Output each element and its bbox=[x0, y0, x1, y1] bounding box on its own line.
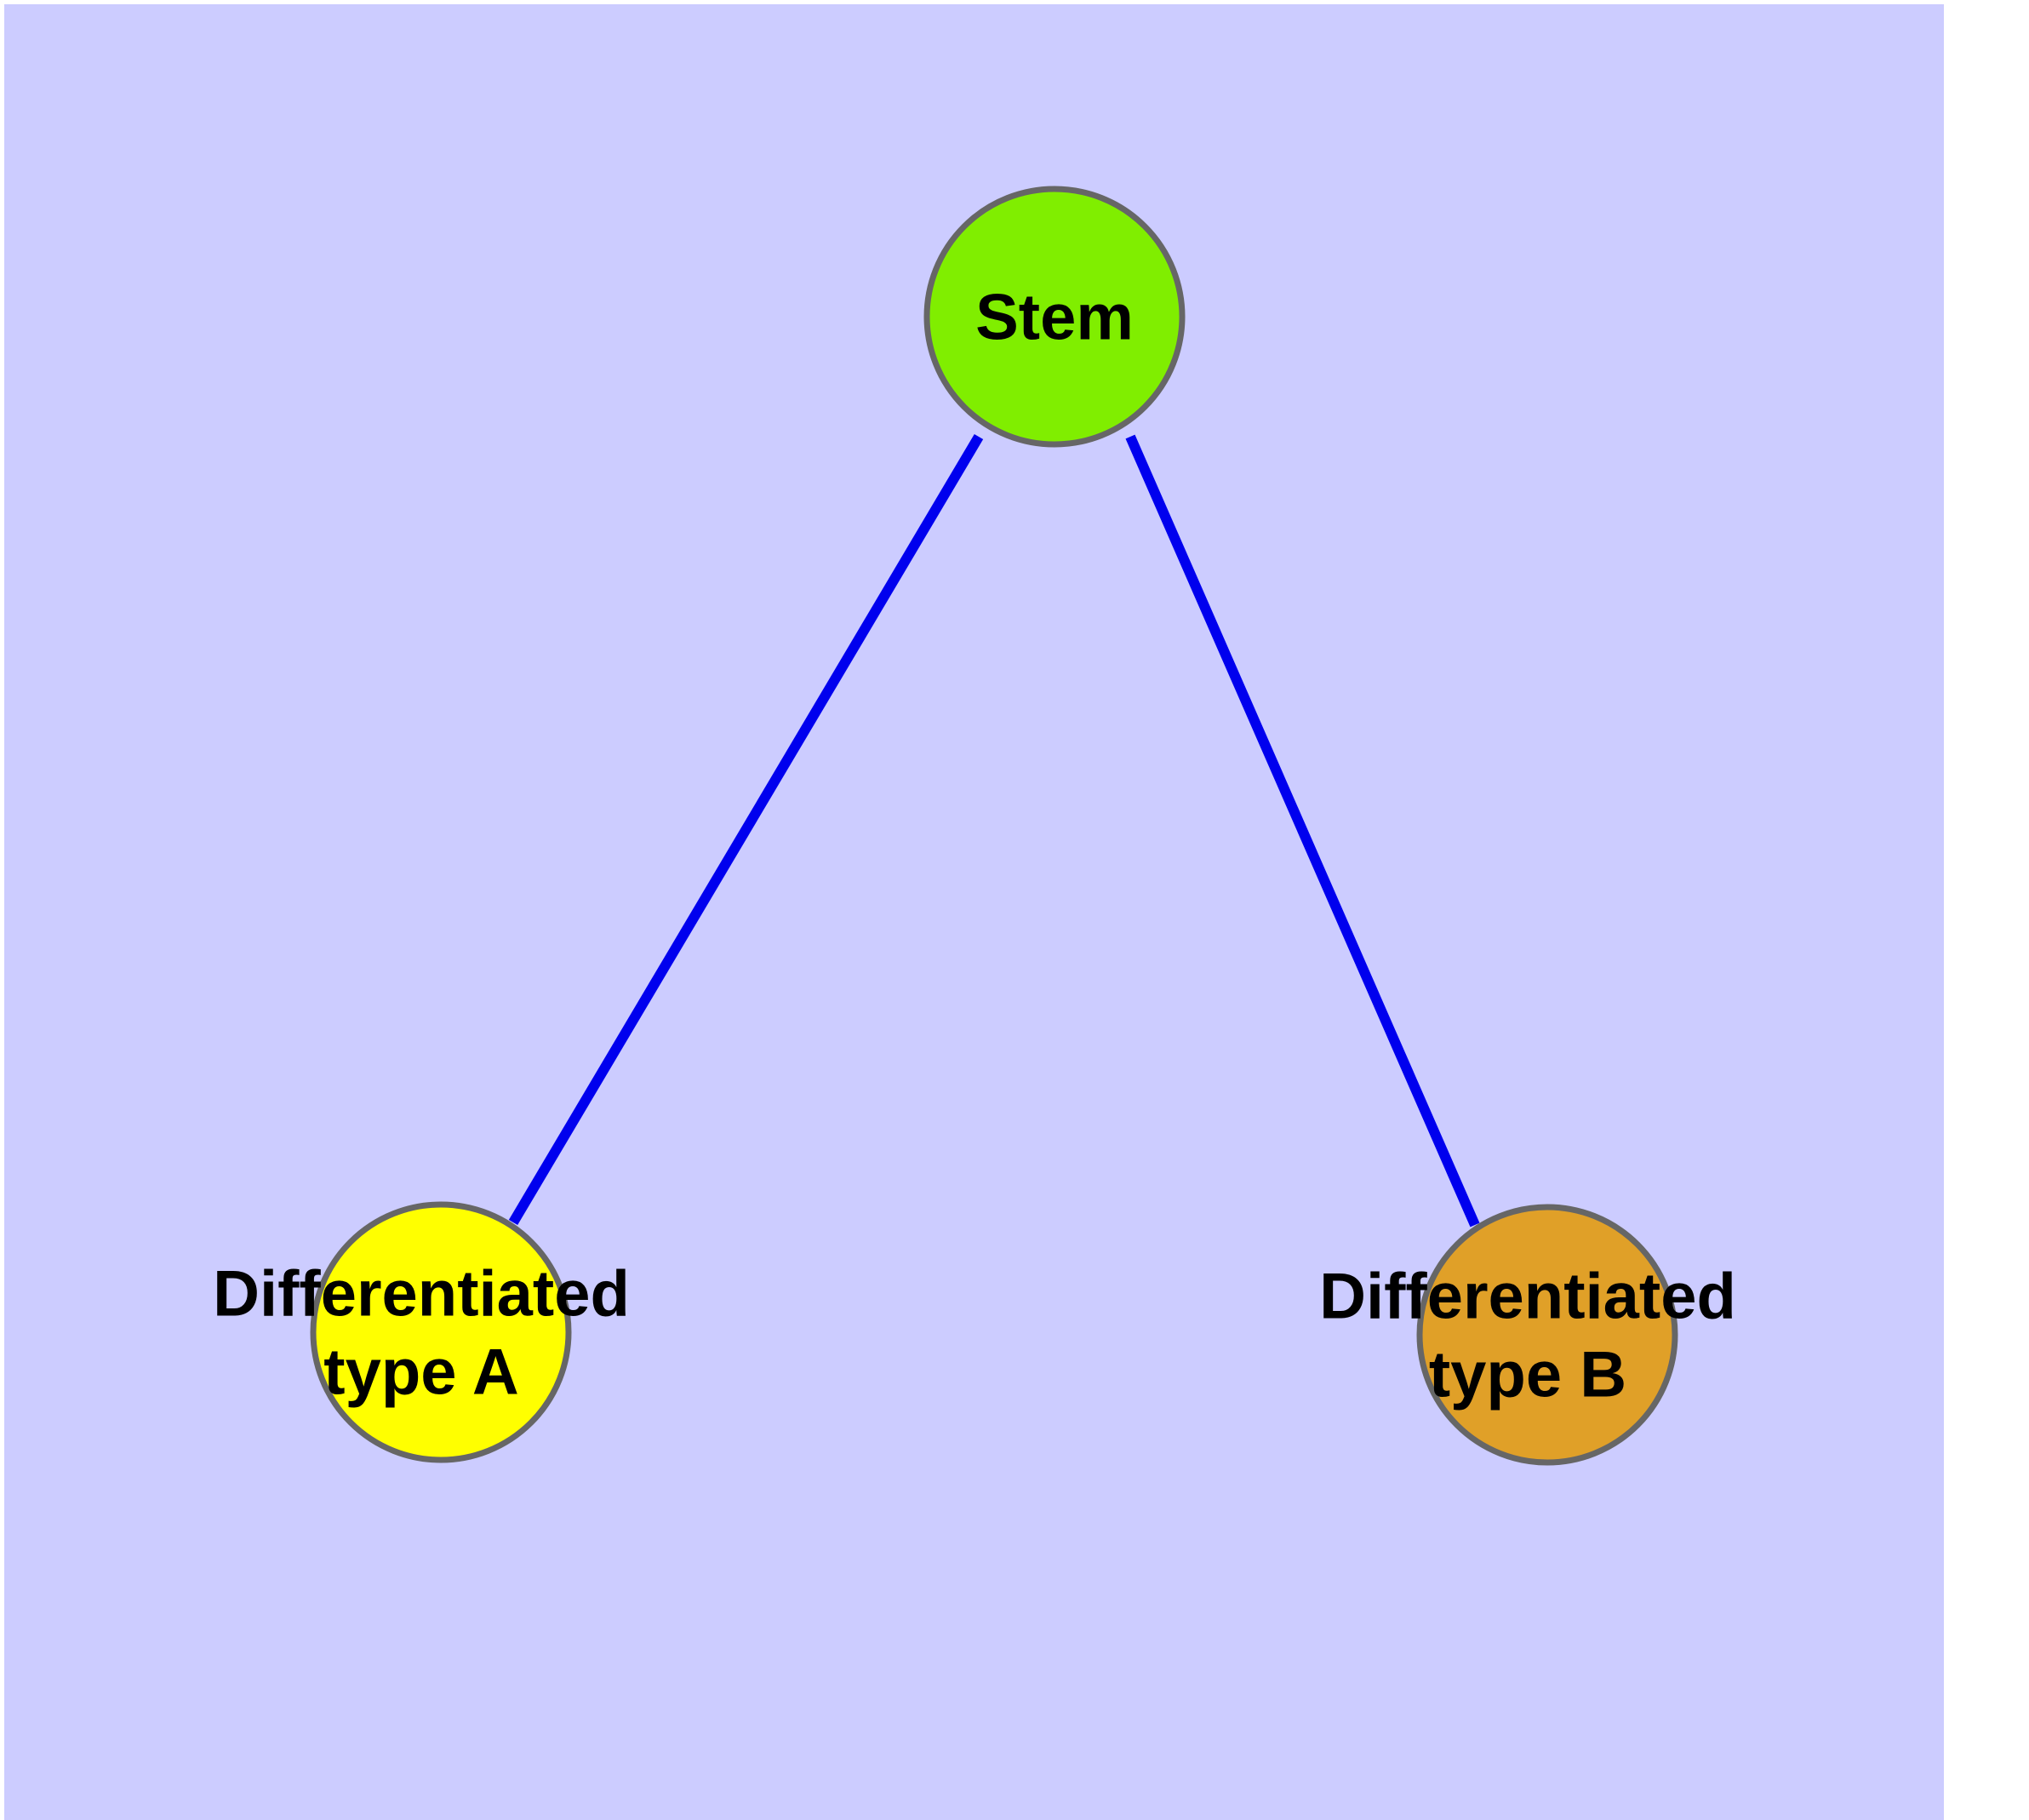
edges-layer bbox=[508, 433, 1480, 1228]
node-differentiated-type-b[interactable] bbox=[1416, 1204, 1678, 1466]
node-label-line: Stem bbox=[975, 282, 1134, 354]
node-label-line: type B bbox=[1429, 1339, 1626, 1411]
edge-stem-to-diff-a[interactable] bbox=[508, 433, 984, 1226]
node-label-line: Differentiated bbox=[1319, 1261, 1736, 1333]
node-label-line: Differentiated bbox=[213, 1258, 630, 1331]
node-differentiated-type-a[interactable] bbox=[310, 1201, 572, 1463]
node-stem[interactable] bbox=[923, 186, 1186, 448]
node-label-line: type A bbox=[323, 1336, 518, 1409]
nodes-layer bbox=[310, 186, 1678, 1466]
node-label-stem: Stem bbox=[975, 282, 1134, 354]
edge-stem-to-diff-b[interactable] bbox=[1125, 434, 1480, 1228]
